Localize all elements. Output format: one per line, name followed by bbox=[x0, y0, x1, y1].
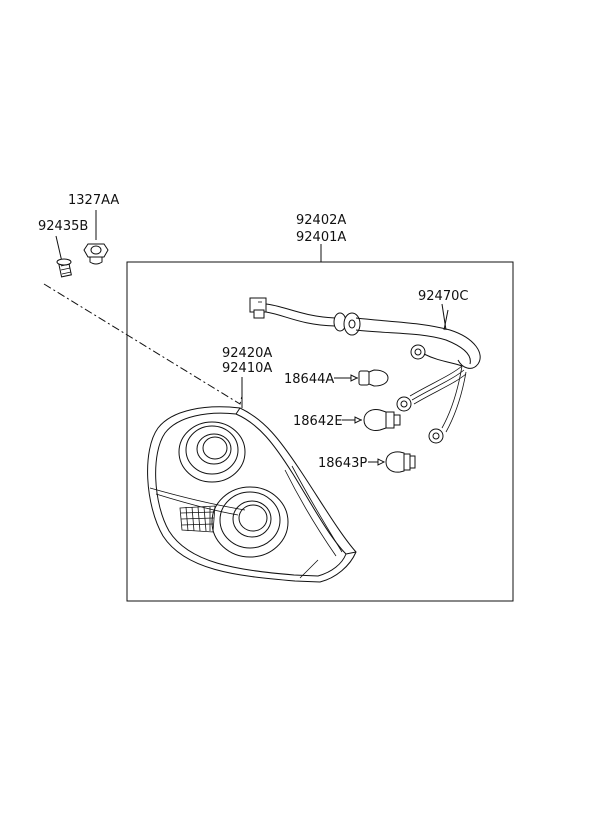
label-92420A: 92420A bbox=[222, 346, 272, 361]
tail-lamp-housing-icon bbox=[147, 406, 357, 583]
label-92402A: 92402A bbox=[296, 213, 346, 228]
bulb-18642E-icon bbox=[342, 409, 401, 431]
bolt-1327AA-icon bbox=[83, 210, 109, 265]
leader-92470C bbox=[441, 303, 447, 331]
bulb-18644A-icon bbox=[334, 369, 389, 387]
label-92401A: 92401A bbox=[296, 230, 346, 245]
screw-92435B-icon bbox=[55, 235, 72, 278]
mounting-leader-line bbox=[43, 283, 243, 405]
label-92470C: 92470C bbox=[418, 289, 468, 304]
label-1327AA: 1327AA bbox=[68, 193, 119, 208]
label-18644A: 18644A bbox=[284, 372, 334, 387]
label-18643P: 18643P bbox=[318, 456, 367, 471]
label-92410A: 92410A bbox=[222, 361, 272, 376]
assembly-box bbox=[126, 261, 514, 602]
wiring-harness-icon bbox=[249, 297, 481, 444]
label-18642E: 18642E bbox=[293, 414, 343, 429]
bulb-18643P-icon bbox=[368, 451, 416, 473]
label-92435B: 92435B bbox=[38, 219, 88, 234]
